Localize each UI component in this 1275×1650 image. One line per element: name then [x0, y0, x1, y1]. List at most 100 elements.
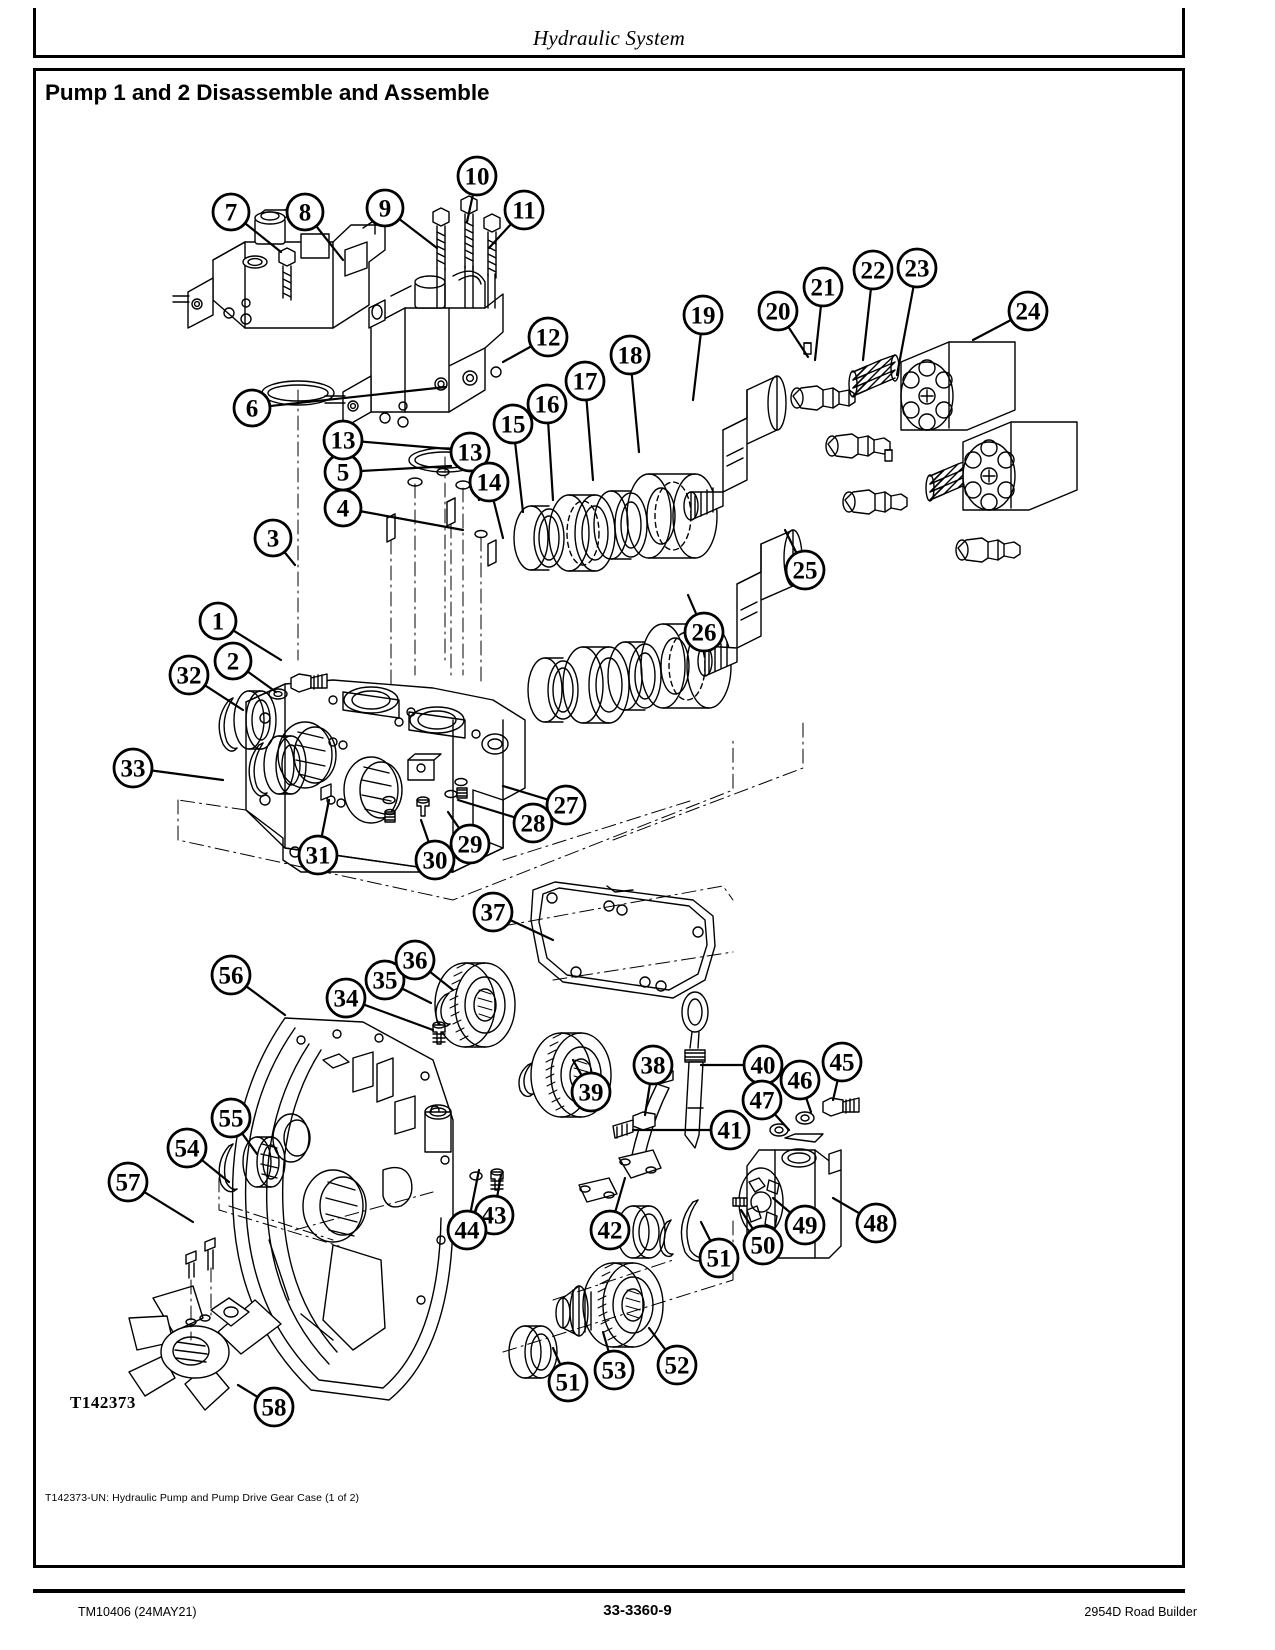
callout-bubble	[253, 1386, 295, 1428]
piston-23c	[842, 489, 908, 515]
plug-27a	[382, 795, 396, 805]
callout-bubble	[547, 1361, 589, 1403]
callout-leader	[831, 1196, 861, 1215]
callout-22: 22	[852, 249, 894, 362]
callout-number: 6	[246, 396, 259, 423]
screw-57a	[185, 1250, 197, 1279]
dipstick-40	[681, 991, 709, 1149]
callout-number: 51	[556, 1370, 581, 1397]
callout-leader	[200, 1158, 231, 1184]
callout-number: 21	[811, 275, 836, 302]
callout-leader	[501, 784, 549, 801]
callout-35: 35	[364, 959, 433, 1005]
cylinder-block-24a	[900, 341, 1016, 431]
pin-20b	[884, 449, 893, 462]
callout-30: 30	[414, 818, 456, 881]
callout-2: 2	[213, 641, 278, 694]
callout-bubble	[682, 294, 724, 336]
callout-28: 28	[456, 798, 554, 844]
footer-page-number: 33-3360-9	[603, 1602, 672, 1619]
callout-number: 52	[665, 1353, 690, 1380]
callout-leader	[245, 985, 287, 1017]
callout-bubble	[709, 1109, 751, 1151]
callout-number: 46	[788, 1068, 813, 1095]
callout-bubble	[609, 334, 651, 376]
callout-4: 4	[323, 488, 465, 532]
callout-number: 32	[177, 663, 202, 690]
callout-31: 31	[297, 798, 339, 876]
callout-leader	[501, 345, 533, 364]
bolt-3	[290, 673, 328, 693]
callout-41: 41	[631, 1109, 751, 1151]
callout-leader	[398, 217, 439, 250]
callout-bubble	[784, 1204, 826, 1246]
callout-48: 48	[831, 1196, 897, 1244]
callout-leader	[428, 970, 455, 992]
snap-ring-33a	[218, 697, 238, 752]
callout-number: 10	[465, 164, 490, 191]
callout-44: 44	[446, 1168, 488, 1251]
callout-bubble	[210, 954, 252, 996]
callout-number: 38	[641, 1053, 666, 1080]
callout-number: 58	[262, 1395, 287, 1422]
callout-bubble	[449, 431, 491, 473]
plug-44	[469, 1171, 483, 1181]
callout-bubble	[802, 266, 844, 308]
callout-leader	[492, 499, 505, 540]
callout-leader	[456, 798, 516, 819]
bearing-16b	[562, 646, 630, 724]
callout-number: 42	[598, 1218, 623, 1245]
running-title: Hydraulic System	[533, 26, 685, 50]
callout-number: 41	[718, 1118, 743, 1145]
bolt-38	[612, 1111, 656, 1139]
callout-number: 17	[573, 369, 598, 396]
callout-leader	[571, 1058, 583, 1077]
bell-housing-56	[231, 1017, 454, 1401]
callout-bubble	[168, 654, 210, 696]
callout-15: 15	[492, 403, 534, 514]
piston-23b	[825, 433, 891, 459]
callout-leader	[551, 1346, 562, 1366]
callout-leader	[861, 287, 873, 362]
callout-bubble	[325, 977, 367, 1019]
screw-57b	[204, 1237, 216, 1271]
callout-number: 7	[225, 200, 238, 227]
callout-52: 52	[647, 1326, 698, 1386]
callout-leader	[150, 769, 225, 782]
callout-leader	[585, 398, 595, 482]
callout-bubble	[394, 939, 436, 981]
callout-bubble	[852, 249, 894, 291]
plug-30	[416, 796, 430, 817]
bolt-11	[483, 213, 501, 279]
callout-bubble	[253, 518, 293, 558]
callout-bubble	[365, 188, 405, 228]
washer-46	[795, 1111, 815, 1125]
callout-58: 58	[236, 1383, 295, 1428]
callout-bubble	[414, 839, 456, 881]
callout-53: 53	[593, 1330, 635, 1391]
callout-bubble	[107, 1161, 149, 1203]
callout-bubble	[742, 1224, 784, 1266]
housing-bore-left	[277, 721, 337, 789]
callout-29: 29	[446, 810, 491, 865]
callout-leader	[831, 1079, 839, 1102]
callout-leader	[283, 550, 297, 567]
callout-leader	[400, 987, 433, 1005]
callout-bubble	[198, 601, 238, 641]
callout-39: 39	[570, 1058, 612, 1113]
dowel-31	[320, 783, 332, 801]
callout-number: 25	[793, 558, 818, 585]
callout-leader	[643, 1082, 652, 1117]
callout-number: 1	[212, 609, 225, 636]
bearing-16a	[548, 494, 616, 572]
callout-leader	[360, 440, 463, 452]
callout-leader	[359, 510, 465, 532]
callout-24: 24	[971, 290, 1049, 342]
callout-42: 42	[589, 1176, 631, 1251]
callout-leader	[232, 629, 283, 662]
callout-leader	[487, 222, 513, 250]
callout-19: 19	[682, 294, 724, 402]
callout-bubble	[698, 1237, 740, 1279]
callout-bubble	[112, 747, 154, 789]
callout-3: 3	[253, 518, 297, 567]
